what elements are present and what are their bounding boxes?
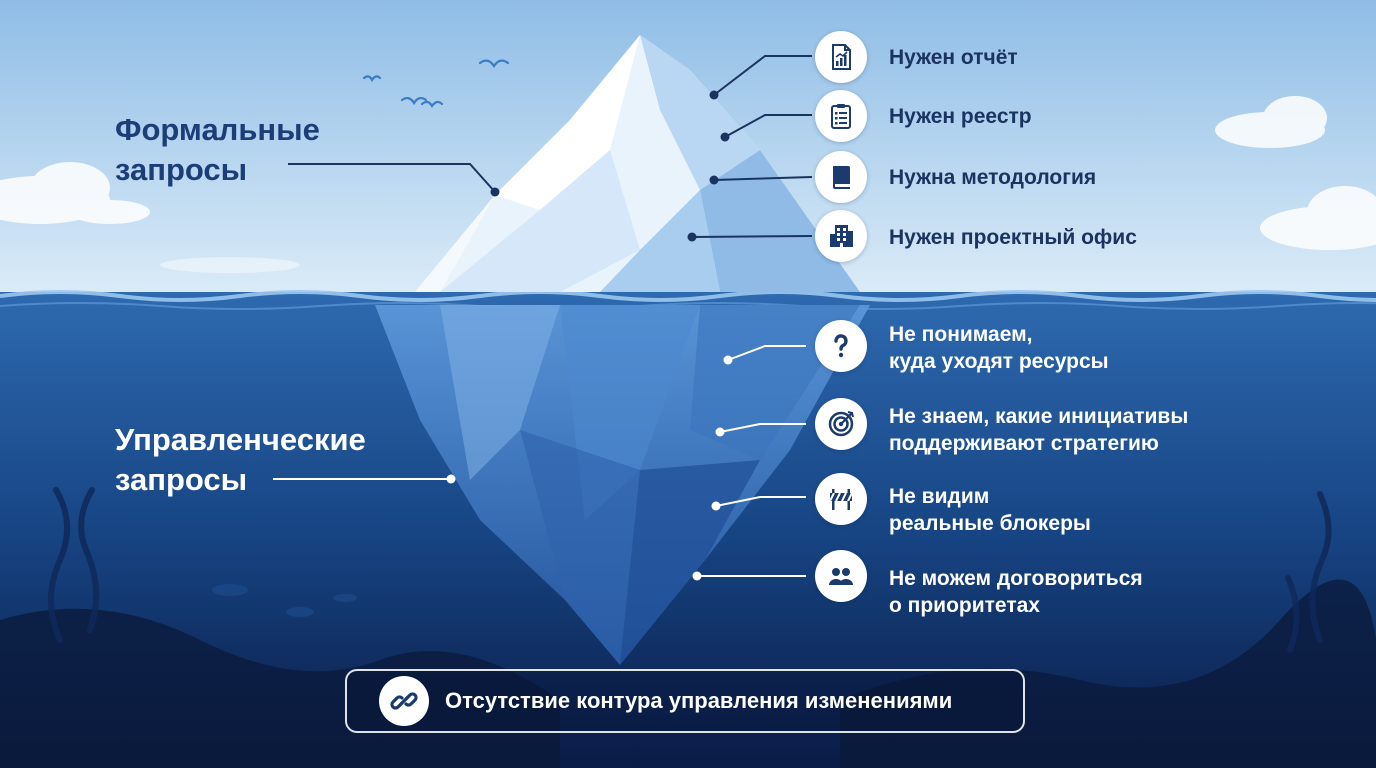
iceberg-tip [415, 35, 860, 292]
clipboard-list-icon [815, 90, 867, 142]
waterline [0, 290, 1376, 302]
question-mark-icon [815, 320, 867, 372]
people-group-icon [815, 550, 867, 602]
item-report-label: Нужен отчёт [889, 46, 1018, 69]
book-icon [815, 151, 867, 203]
bottom-banner: Отсутствие контура управления изменениям… [345, 669, 1025, 733]
banner-label: Отсутствие контура управления изменениям… [445, 688, 953, 713]
connector-lines-underwater [273, 345, 806, 577]
formal-requests-label: Формальные запросы [115, 112, 320, 187]
item-strategy-label: Не знаем, какие инициативы поддерживают … [889, 405, 1189, 455]
office-building-icon [815, 210, 867, 262]
item-registry-label: Нужен реестр [889, 105, 1032, 128]
seaweed [48, 487, 1332, 653]
item-methodology-label: Нужна методология [889, 166, 1097, 189]
birds [362, 59, 510, 109]
item-blockers-label: Не видим реальные блокеры [889, 485, 1091, 535]
report-chart-icon [815, 31, 867, 83]
connector-dots-underwater [446, 355, 733, 581]
roadblock-barrier-icon [815, 473, 867, 525]
chain-link-icon [379, 676, 429, 726]
seabed [0, 579, 1376, 768]
connector-lines [288, 55, 813, 238]
item-resources-label: Не понимаем, куда уходят ресурсы [889, 323, 1109, 373]
clouds [0, 96, 1376, 273]
connector-dots [490, 90, 730, 242]
item-project-office-label: Нужен проектный офис [889, 226, 1137, 249]
management-requests-label: Управленческие запросы [115, 422, 366, 497]
fish [212, 584, 357, 617]
item-priorities-label: Не можем договориться о приоритетах [889, 567, 1143, 617]
iceberg-underwater [375, 305, 870, 665]
target-icon [815, 398, 867, 450]
